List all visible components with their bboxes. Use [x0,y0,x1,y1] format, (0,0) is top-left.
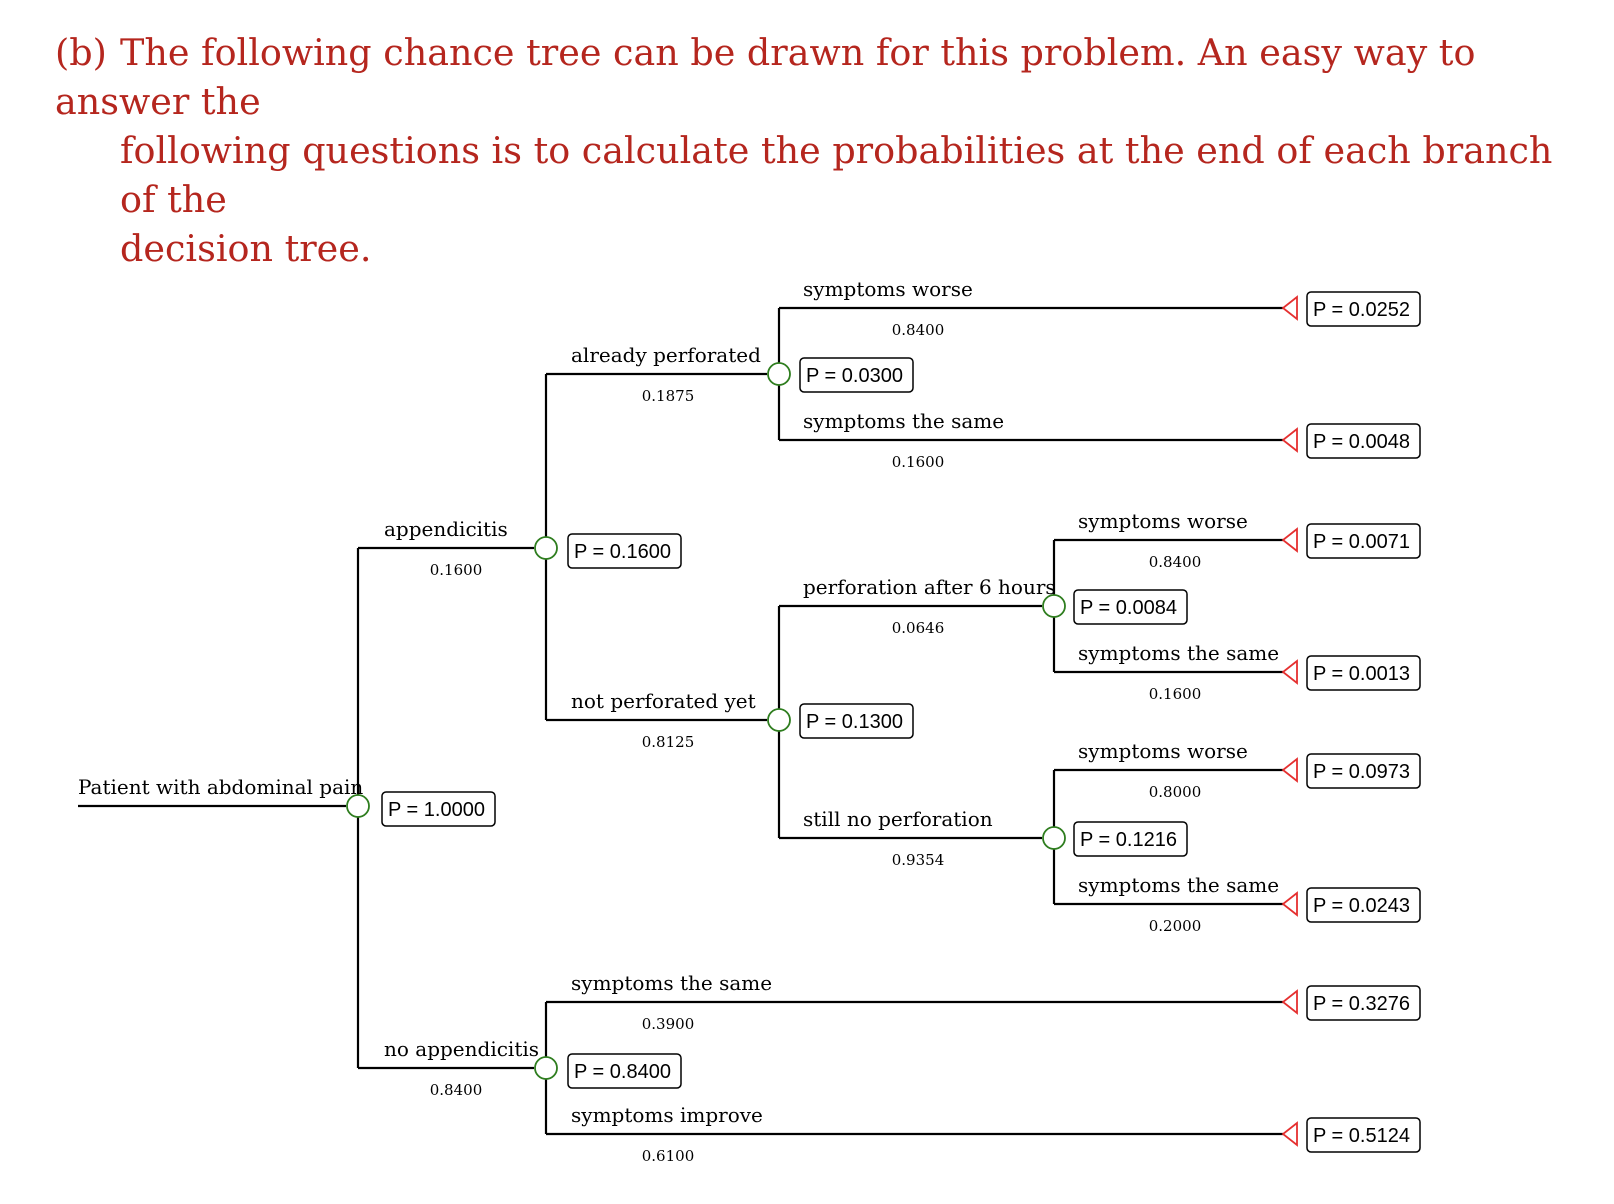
probability-boxes: P = 1.0000 P = 0.1600 P = 0.8400 P = 0.0… [381,291,1421,1153]
pbox-terminal-8-text: P = 0.5124 [1313,1125,1410,1147]
label-no-appendicitis: no appendicitis [384,1037,539,1061]
chance-node-root [346,794,370,818]
label-perforation-6h: perforation after 6 hours [803,575,1056,599]
pbox-terminal-1 [1306,291,1421,327]
label-terminal-5: symptoms worse [1078,739,1248,763]
pbox-no-appendicitis-text: P = 0.8400 [574,1061,671,1083]
pbox-not-perforated-yet [799,703,914,739]
chance-node-no-appendicitis [534,1056,558,1080]
label-terminal-6: symptoms the same [1078,873,1279,897]
pbox-terminal-2 [1306,423,1421,459]
prob-terminal-7: 0.3900 [642,1015,695,1033]
label-terminal-2: symptoms the same [803,409,1004,433]
terminal-node-icon [1281,757,1298,783]
tree-edges [78,306,1283,1136]
pbox-terminal-5 [1306,753,1421,789]
pbox-terminal-5-text: P = 0.0973 [1313,761,1410,783]
prob-terminal-6: 0.2000 [1149,917,1202,935]
pbox-terminal-1-text: P = 0.0252 [1313,299,1410,321]
label-terminal-3: symptoms worse [1078,509,1248,533]
chance-nodes [346,362,1066,1080]
prob-terminal-8: 0.6100 [642,1147,695,1165]
pbox-terminal-2-text: P = 0.0048 [1313,431,1410,453]
pbox-terminal-6-text: P = 0.0243 [1313,895,1410,917]
pbox-terminal-7-text: P = 0.3276 [1313,993,1410,1015]
terminal-node-icon [1281,989,1298,1015]
label-root: Patient with abdominal pain [78,775,363,799]
pbox-perforation-6h-text: P = 0.0084 [1080,597,1177,619]
label-terminal-8: symptoms improve [571,1103,763,1127]
chance-node-already-perforated [767,362,791,386]
pbox-no-appendicitis [567,1053,682,1089]
prob-perforation-6h: 0.0646 [892,619,945,637]
pbox-terminal-3 [1306,523,1421,559]
heading-line-2: following questions is to calculate the … [120,129,1553,221]
terminal-node-icon [1281,659,1298,685]
pbox-already-perforated-text: P = 0.0300 [806,365,903,387]
heading-line-3: decision tree. [120,227,372,270]
heading: (b)The following chance tree can be draw… [55,28,1595,273]
terminal-node-icon [1281,527,1298,553]
pbox-terminal-8 [1306,1117,1421,1153]
terminal-node-icon [1281,891,1298,917]
heading-line-1: (b)The following chance tree can be draw… [55,28,1595,126]
chance-node-still-no-perforation [1042,826,1066,850]
pbox-root-text: P = 1.0000 [388,799,485,821]
terminal-node-icon [1281,295,1298,321]
pbox-terminal-6 [1306,887,1421,923]
prob-already-perforated: 0.1875 [642,387,695,405]
pbox-not-perforated-yet-text: P = 0.1300 [806,711,903,733]
chance-node-not-perforated-yet [767,708,791,732]
pbox-appendicitis [567,533,682,569]
terminal-node-icon [1281,1121,1298,1147]
terminal-nodes [1281,295,1298,1147]
label-already-perforated: already perforated [571,343,761,367]
pbox-still-no-perforation-text: P = 0.1216 [1080,829,1177,851]
label-appendicitis: appendicitis [384,517,508,541]
label-terminal-7: symptoms the same [571,971,772,995]
prob-terminal-1: 0.8400 [892,321,945,339]
pbox-root [381,791,496,827]
prob-appendicitis: 0.1600 [430,561,483,579]
label-still-no-perforation: still no perforation [803,807,993,831]
pbox-perforation-6h [1073,589,1188,625]
chance-node-appendicitis [534,536,558,560]
label-terminal-4: symptoms the same [1078,641,1279,665]
chance-node-perforation-6h [1042,594,1066,618]
heading-label: (b) [55,31,107,74]
heading-text-1: The following chance tree can be drawn f… [55,31,1476,123]
prob-still-no-perforation: 0.9354 [892,851,945,869]
prob-not-perforated-yet: 0.8125 [642,733,695,751]
prob-terminal-4: 0.1600 [1149,685,1202,703]
pbox-already-perforated [799,357,914,393]
prob-terminal-5: 0.8000 [1149,783,1202,801]
terminal-node-icon [1281,427,1298,453]
pbox-appendicitis-text: P = 0.1600 [574,541,671,563]
prob-terminal-2: 0.1600 [892,453,945,471]
label-not-perforated-yet: not perforated yet [571,689,756,713]
pbox-terminal-3-text: P = 0.0071 [1313,531,1410,553]
label-terminal-1: symptoms worse [803,277,973,301]
pbox-still-no-perforation [1073,821,1188,857]
pbox-terminal-7 [1306,985,1421,1021]
branch-labels: Patient with abdominal pain appendicitis… [78,277,1279,1165]
prob-no-appendicitis: 0.8400 [430,1081,483,1099]
pbox-terminal-4-text: P = 0.0013 [1313,663,1410,685]
pbox-terminal-4 [1306,655,1421,691]
prob-terminal-3: 0.8400 [1149,553,1202,571]
